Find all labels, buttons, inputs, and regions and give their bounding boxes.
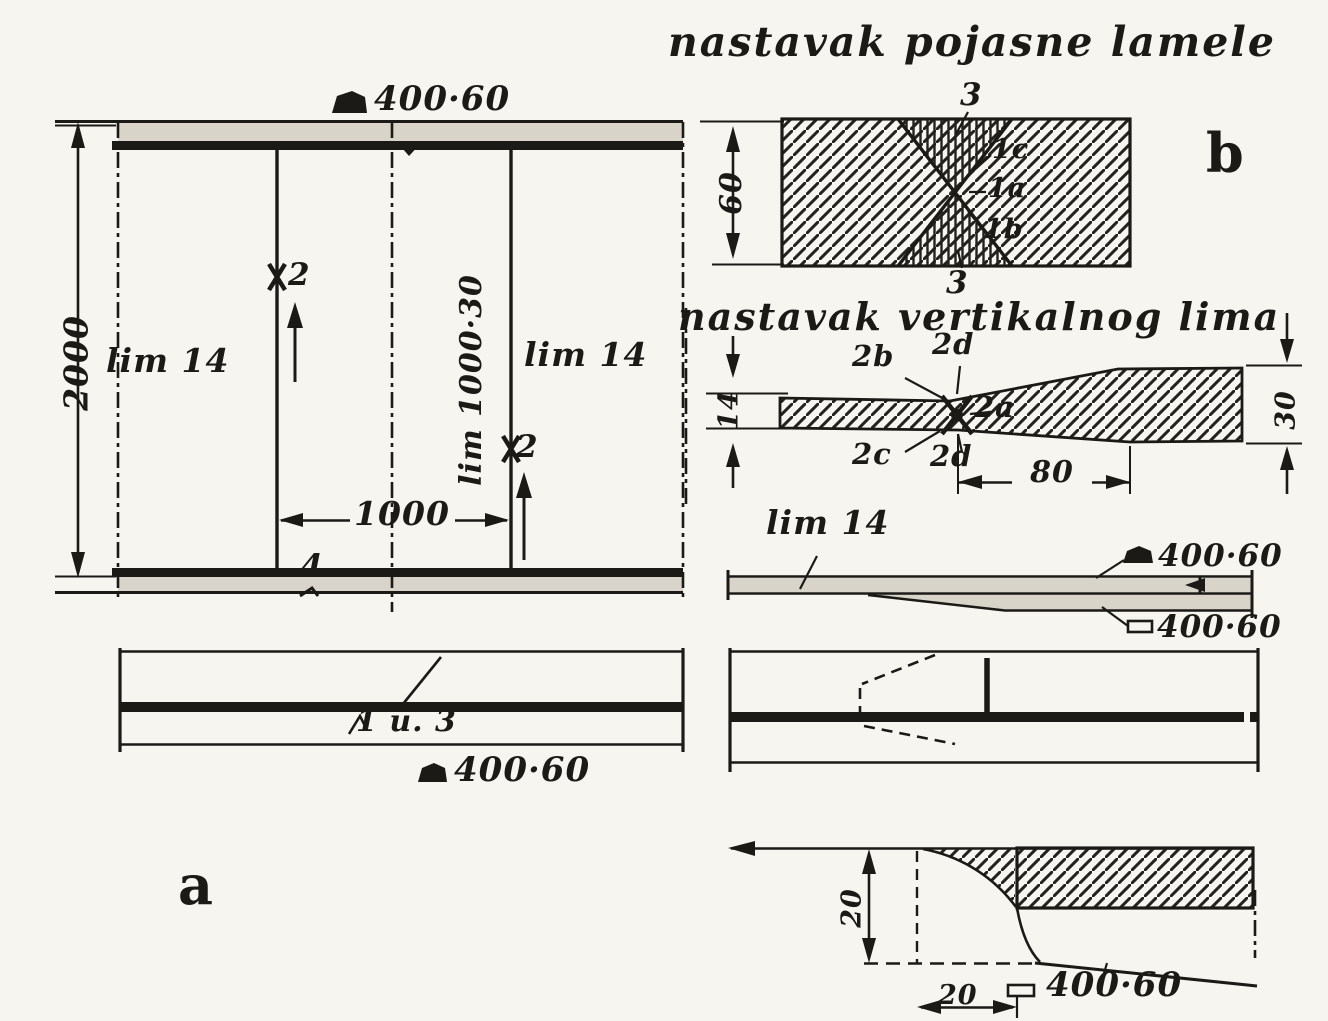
web-splice-section <box>684 308 1302 505</box>
dim-60: 60 <box>714 171 749 215</box>
weld-mark-2d-bottom: 2d <box>930 439 973 473</box>
label-lim14-right: lim 14 <box>524 335 648 374</box>
flange-side-right <box>726 546 1254 634</box>
view-label-b: b <box>1206 121 1244 185</box>
title-flange-splice: nastavak pojasne lamele <box>668 18 1276 66</box>
weld-mark-4: 4 <box>301 548 324 584</box>
weld-mark-2b: 2b <box>852 339 895 373</box>
weld-mark-3-bottom: 3 <box>946 265 969 301</box>
view-label-a: a <box>178 853 213 917</box>
weld-mark-2c: 2c <box>852 437 892 471</box>
weld-mark-3-top: 3 <box>960 77 983 113</box>
dim-80: 80 <box>1030 455 1074 490</box>
title-web-splice: nastavak vertikalnog lima <box>678 294 1281 339</box>
weld-mark-1c: 1c <box>992 134 1030 165</box>
label-web-insert: lim 1000·30 <box>454 274 489 486</box>
weld-rect-icon <box>1006 983 1036 998</box>
weld-label-400x60-side-upper: 400·60 <box>1158 538 1283 574</box>
weld-label-400x60-top: 400·60 <box>374 79 511 119</box>
dim-20-run: 20 <box>938 980 978 1011</box>
weld-flag-icon <box>1123 546 1153 563</box>
elevation-view <box>55 91 685 612</box>
weld-mark-2d-top: 2d <box>932 327 975 361</box>
dim-30: 30 <box>1270 390 1302 430</box>
flange-plan-left <box>118 648 685 782</box>
weld-mark-2a: 2a <box>974 390 1015 424</box>
weld-mark-1a: 1a <box>988 173 1027 204</box>
dim-2000: 2000 <box>56 315 96 411</box>
weld-flag-icon <box>418 763 447 782</box>
weld-label-400x60-side-lower: 400·60 <box>1157 609 1282 645</box>
lamella-end-detail <box>728 841 1258 1018</box>
detail-b-flange-splice <box>700 111 1132 269</box>
label-lim14-side: lim 14 <box>766 503 890 542</box>
weld-rect-icon <box>1126 619 1154 634</box>
flange-plan-right <box>728 648 1260 772</box>
weld-label-400x60-plan: 400·60 <box>454 750 591 790</box>
label-lim14-left: lim 14 <box>106 341 230 380</box>
weld-flag-icon <box>332 91 367 113</box>
weld-mark-1b: 1b <box>984 214 1024 245</box>
weld-mark-1u3: 1 u. 3 <box>356 704 457 739</box>
dim-14: 14 <box>713 390 745 430</box>
weld-mark-2-left: 2 <box>288 257 311 293</box>
dim-20-rise: 20 <box>836 888 868 928</box>
weld-label-400x60-detail: 400·60 <box>1046 965 1183 1005</box>
dim-1000: 1000 <box>354 494 450 533</box>
weld-mark-2-right: 2 <box>516 429 539 465</box>
